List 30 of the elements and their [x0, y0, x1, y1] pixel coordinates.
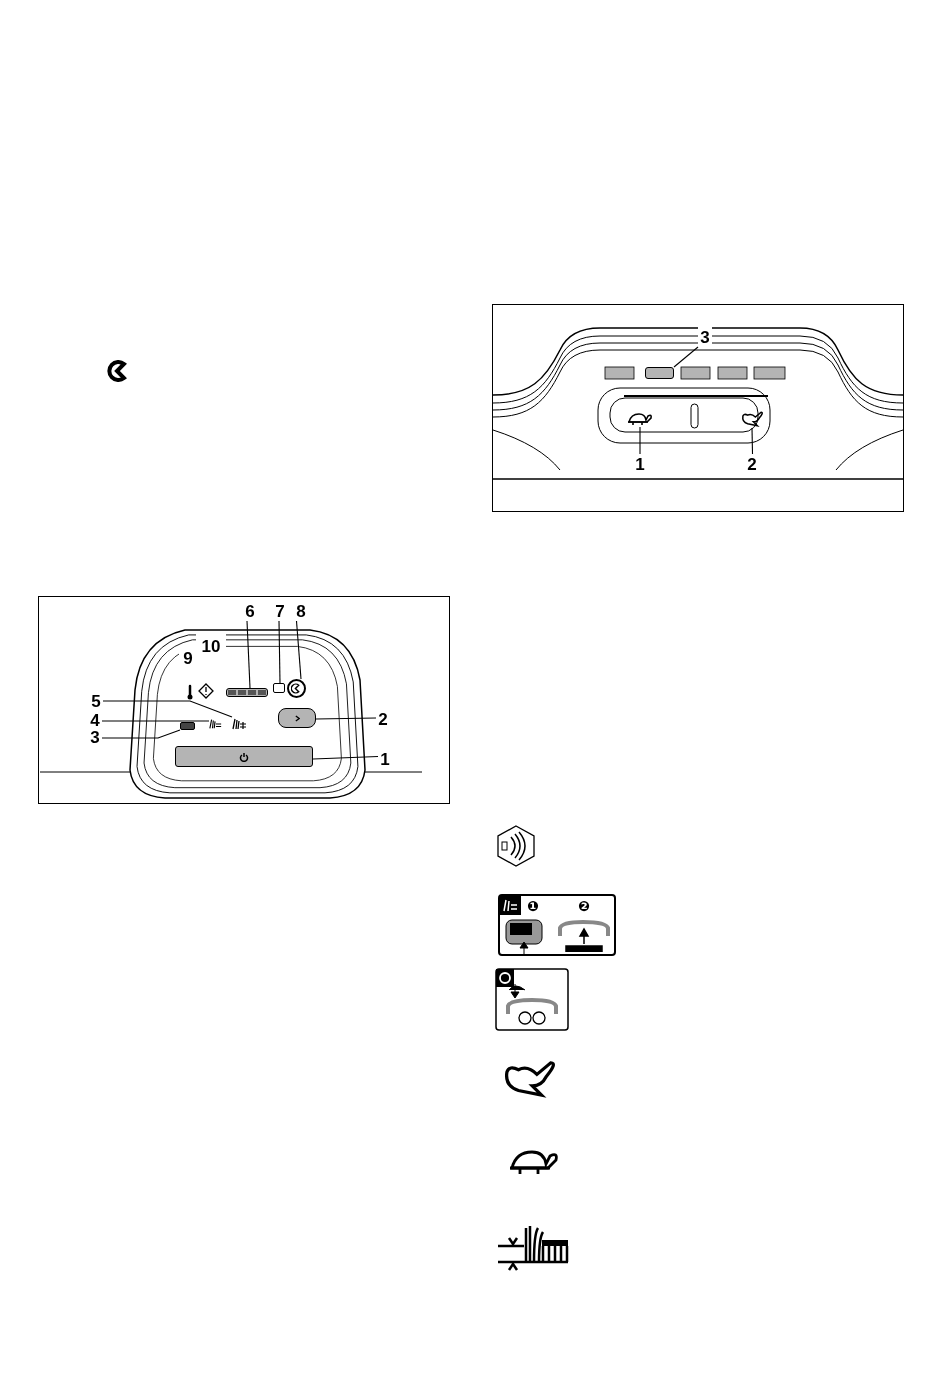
callout-number: 3 — [88, 729, 102, 745]
power-button — [175, 746, 313, 767]
step-number: ❷ — [577, 897, 591, 915]
rabbit-icon — [740, 410, 765, 428]
home-button — [287, 679, 306, 698]
leader-line — [102, 700, 233, 718]
light-segment — [645, 367, 674, 379]
leader-line — [101, 729, 181, 739]
step-number: ❶ — [526, 897, 540, 915]
leader-line — [639, 426, 641, 455]
turtle-icon — [627, 411, 653, 427]
next-button — [278, 708, 316, 728]
leader-line — [246, 620, 251, 689]
callout-number: 5 — [89, 692, 103, 710]
callout-number: 9 — [182, 648, 194, 668]
leader-line — [278, 620, 281, 684]
indicator-light — [273, 683, 285, 693]
leader-line — [101, 720, 210, 722]
battery-icon — [180, 722, 195, 730]
battery-level-bar — [226, 688, 268, 697]
leader-line — [295, 620, 302, 680]
callout-number: 10 — [200, 636, 222, 656]
callout-number: 3 — [698, 327, 712, 347]
grass-plus-icon — [232, 717, 247, 730]
leader-line — [312, 755, 379, 760]
leader-line — [673, 346, 699, 368]
grass-icon — [209, 717, 222, 730]
leader-line — [751, 427, 754, 455]
leader-line — [315, 717, 377, 720]
callout-number: 4 — [88, 712, 102, 728]
